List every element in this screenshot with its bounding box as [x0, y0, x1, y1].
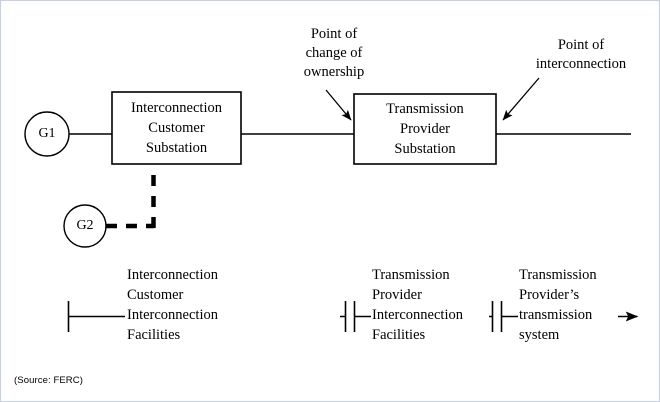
- box-transmission-provider-substation-label: Transmission Provider Substation: [354, 99, 496, 159]
- legend-line: Interconnection: [127, 267, 218, 283]
- callout-line: Point of: [557, 37, 605, 53]
- legend-line: Customer: [127, 287, 184, 303]
- box-interconnection-customer-substation: [111, 91, 242, 165]
- callout-point-of-change-of-ownership: Point of change of ownership: [278, 25, 390, 82]
- legend-text-mask-3: [518, 297, 618, 335]
- legend-line: Transmission: [372, 267, 450, 283]
- legend-line: Interconnection: [372, 307, 463, 323]
- box-label-line: Provider: [400, 121, 450, 137]
- box-label-line: Customer: [148, 120, 205, 136]
- legend-segment-transmission-provider-interconnection-facilities: Transmission Provider Interconnection Fa…: [372, 265, 492, 345]
- generator-g2-label: G2: [76, 218, 94, 233]
- callout-point-of-interconnection: Point of interconnection: [515, 36, 647, 74]
- legend-line: Provider: [372, 287, 422, 303]
- box-label-line: Transmission: [386, 101, 464, 117]
- legend-segment-transmission-providers-transmission-system: Transmission Provider’s transmission sys…: [519, 265, 629, 345]
- box-label-line: Substation: [145, 140, 208, 156]
- callout-line: change of: [305, 45, 363, 61]
- legend-text-mask-1: [125, 297, 340, 335]
- callout-line: interconnection: [535, 56, 627, 72]
- box-label-line: Substation: [394, 141, 456, 157]
- arrow-point-of-change-of-ownership: [325, 89, 352, 121]
- box-label-line: Interconnection: [131, 100, 222, 116]
- box-interconnection-customer-substation-label: Interconnection Customer Substation: [112, 98, 241, 158]
- legend-segment-interconnection-customer-interconnection-facilities: Interconnection Customer Interconnection…: [127, 265, 247, 345]
- legend-line: Transmission: [519, 267, 597, 283]
- arrow-point-of-interconnection: [502, 77, 540, 121]
- box-transmission-provider-substation: [353, 93, 497, 165]
- legend-line: Provider’s: [519, 287, 580, 303]
- callout-line: ownership: [303, 64, 365, 80]
- generator-g1-label: G1: [38, 126, 56, 141]
- legend-line: system: [519, 327, 560, 343]
- source-note: (Source: FERC): [14, 375, 83, 386]
- legend-text-mask-2: [371, 297, 489, 335]
- legend-line: transmission: [519, 307, 593, 323]
- legend-line: Interconnection: [127, 307, 218, 323]
- legend-line: Facilities: [127, 327, 181, 343]
- legend-line: Facilities: [372, 327, 426, 343]
- callout-line: Point of: [310, 26, 358, 42]
